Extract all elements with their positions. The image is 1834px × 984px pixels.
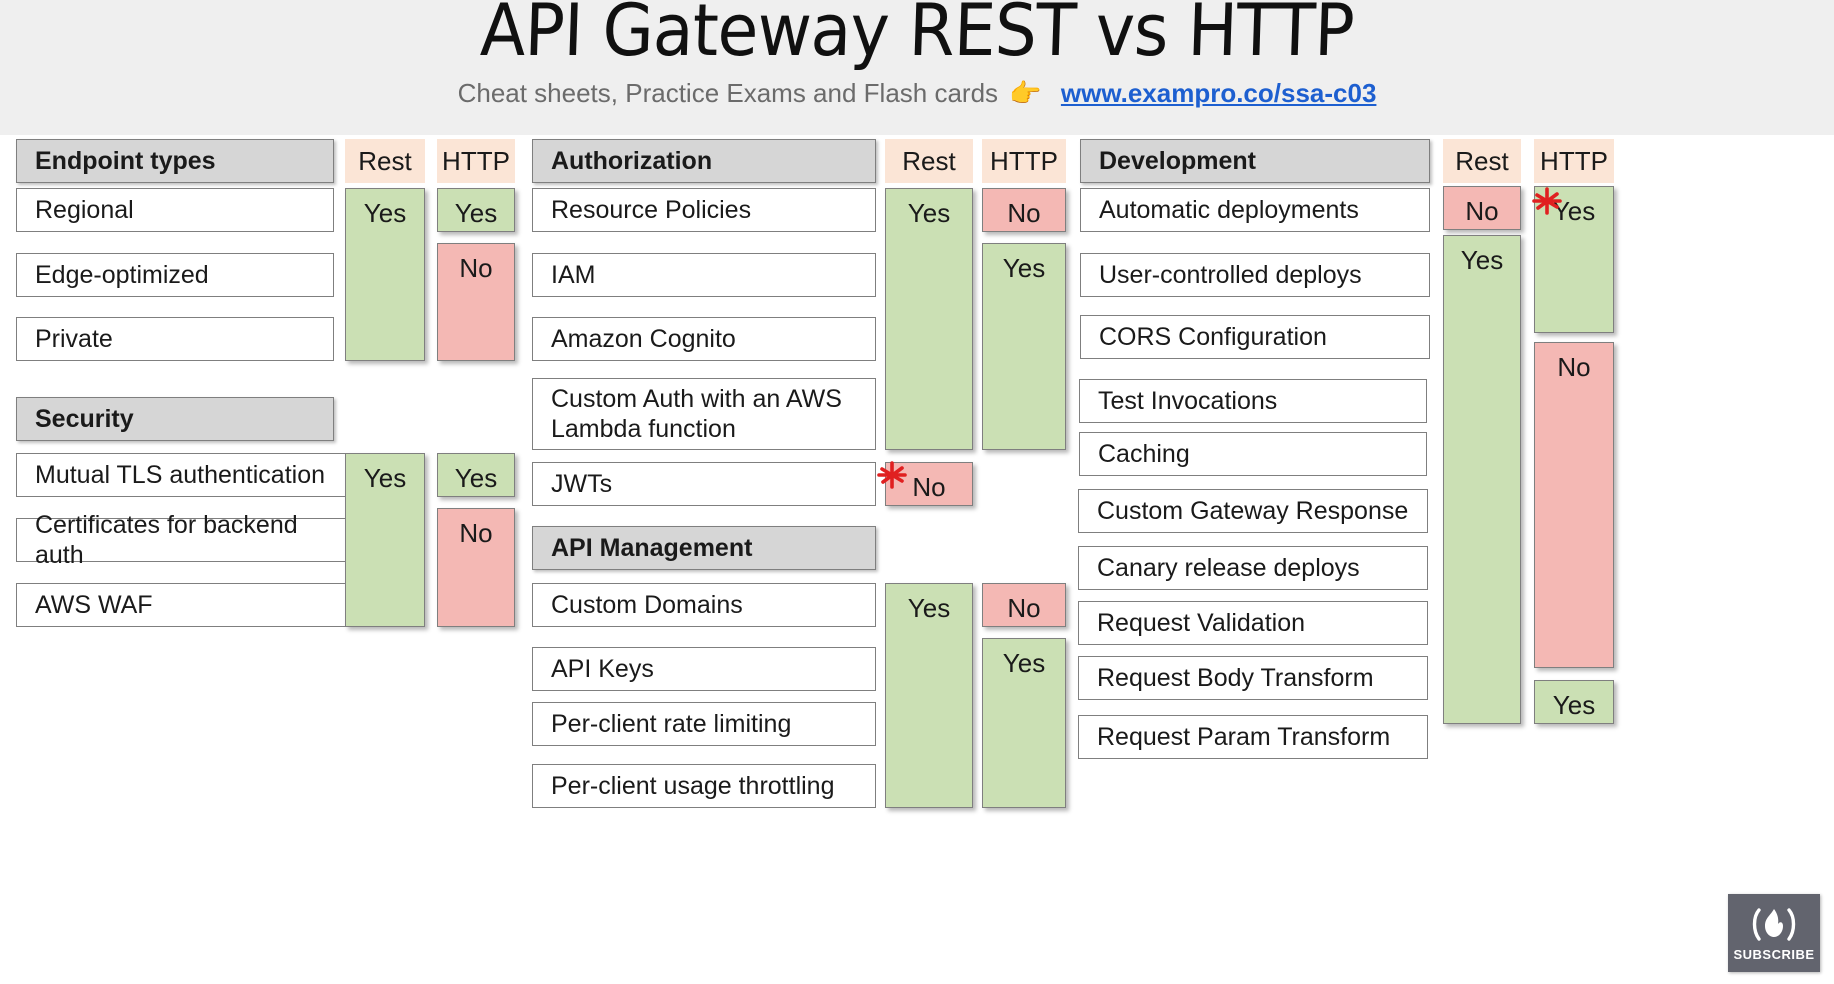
list-item: Automatic deployments	[1080, 188, 1430, 232]
list-item: Private	[16, 317, 334, 361]
value-cell-http: No	[982, 583, 1066, 627]
pointing-hand-icon: 👉	[1009, 78, 1042, 108]
value-cell-rest: Yes	[885, 188, 973, 450]
value-cell-http: No	[437, 243, 515, 361]
value-cell-http: Yes	[437, 188, 515, 232]
list-item: Test Invocations	[1079, 379, 1427, 423]
list-item: Mutual TLS authentication	[16, 453, 354, 497]
value-cell-http: Yes	[1534, 186, 1614, 333]
subscribe-label: SUBSCRIBE	[1733, 947, 1815, 962]
column-header-http: HTTP	[1534, 139, 1614, 183]
value-cell-http: Yes	[982, 243, 1066, 450]
list-item: Regional	[16, 188, 334, 232]
list-item: Caching	[1079, 432, 1427, 476]
list-item: IAM	[532, 253, 876, 297]
page-title: API Gateway REST vs HTTP	[479, 0, 1355, 72]
list-item: Canary release deploys	[1078, 546, 1428, 590]
section-header-development: Development	[1080, 139, 1430, 183]
section-header-security: Security	[16, 397, 334, 441]
list-item: CORS Configuration	[1080, 315, 1430, 359]
value-cell-rest: Yes	[885, 583, 973, 808]
value-cell-rest: No	[1443, 186, 1521, 230]
list-item: Custom Auth with an AWS Lambda function	[532, 378, 876, 450]
value-cell-http: No	[982, 188, 1066, 232]
value-cell-http: No	[1534, 342, 1614, 668]
list-item: Request Body Transform	[1078, 656, 1428, 700]
list-item: Per-client usage throttling	[532, 764, 876, 808]
section-header-api-management: API Management	[532, 526, 876, 570]
column-header-rest: Rest	[1443, 139, 1521, 183]
value-cell-http: Yes	[1534, 680, 1614, 724]
list-item: Certificates for backend auth	[16, 511, 354, 569]
value-cell-rest: No	[885, 462, 973, 506]
list-item: AWS WAF	[16, 583, 354, 627]
section-header-authorization: Authorization	[532, 139, 876, 183]
header-banner: API Gateway REST vs HTTP Cheat sheets, P…	[0, 0, 1834, 135]
list-item: Edge-optimized	[16, 253, 334, 297]
column-header-http: HTTP	[437, 139, 515, 183]
column-header-rest: Rest	[345, 139, 425, 183]
list-item: Custom Domains	[532, 583, 876, 627]
exampro-url-link[interactable]: www.exampro.co/ssa-c03	[1060, 78, 1377, 108]
value-cell-rest: Yes	[345, 453, 425, 627]
flame-icon	[1752, 908, 1796, 941]
subscribe-button[interactable]: SUBSCRIBE	[1728, 894, 1820, 972]
list-item: Resource Policies	[532, 188, 876, 232]
value-cell-http: Yes	[437, 453, 515, 497]
list-item: Per-client rate limiting	[532, 702, 876, 746]
list-item: Request Param Transform	[1078, 715, 1428, 759]
column-header-http: HTTP	[982, 139, 1066, 183]
list-item: JWTs	[532, 462, 876, 506]
column-header-rest: Rest	[885, 139, 973, 183]
list-item: Request Validation	[1078, 601, 1428, 645]
value-cell-http: No	[437, 508, 515, 627]
value-cell-rest: Yes	[1443, 235, 1521, 724]
list-item: Custom Gateway Response	[1078, 489, 1428, 533]
list-item: API Keys	[532, 647, 876, 691]
header-subtitle: Cheat sheets, Practice Exams and Flash c…	[0, 78, 1834, 109]
list-item: Amazon Cognito	[532, 317, 876, 361]
section-header-endpoint-types: Endpoint types	[16, 139, 334, 183]
comparison-board: Endpoint types Regional Edge-optimized P…	[0, 135, 1834, 984]
subtitle-text: Cheat sheets, Practice Exams and Flash c…	[457, 78, 999, 108]
value-cell-http: Yes	[982, 638, 1066, 808]
list-item: User-controlled deploys	[1080, 253, 1430, 297]
value-cell-rest: Yes	[345, 188, 425, 361]
